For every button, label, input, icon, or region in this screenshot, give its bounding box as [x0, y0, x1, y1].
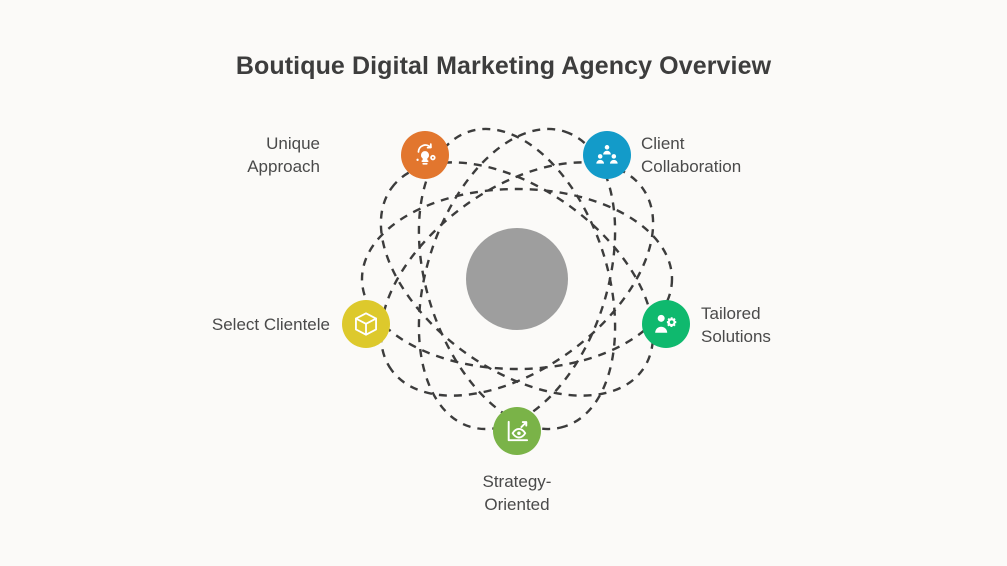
growth-chart-eye-icon [503, 417, 531, 445]
cube-box-icon [352, 310, 380, 338]
node-client-collaboration[interactable] [583, 131, 631, 179]
page-title: Boutique Digital Marketing Agency Overvi… [235, 52, 772, 80]
node-unique-approach[interactable] [401, 131, 449, 179]
label-unique-approach: Unique Approach [247, 134, 320, 176]
label-client-collaboration: Client Collaboration [641, 134, 742, 176]
label-select-clientele: Select Clientele [211, 315, 330, 334]
node-tailored-solutions[interactable] [642, 300, 690, 348]
label-strategy-oriented: Strategy- Oriented [482, 472, 552, 514]
node-strategy-oriented[interactable] [493, 407, 541, 455]
node-select-clientele[interactable] [342, 300, 390, 348]
center-hub [466, 228, 568, 330]
people-group-icon [593, 141, 621, 169]
label-tailored-solutions: Tailored Solutions [701, 304, 771, 346]
person-gear-icon [652, 310, 680, 338]
lightbulb-refresh-icon [411, 141, 439, 169]
